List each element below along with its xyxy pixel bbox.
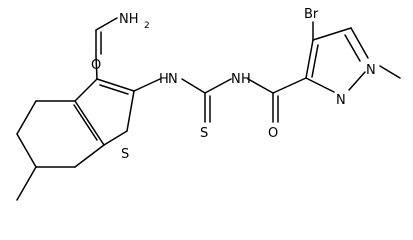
bond-c4-c5 bbox=[16, 100, 37, 135]
atom-label-pyrazole-n2: N bbox=[336, 93, 346, 108]
bond-c3a-c3 bbox=[74, 78, 98, 102]
bond-c2-s bbox=[126, 90, 135, 132]
bond-n1-n2-pyrazole bbox=[348, 71, 366, 91]
bond-n2-c3-pyrazole bbox=[305, 77, 335, 93]
bond-c5-c6 bbox=[16, 133, 37, 168]
bond-carbonyl-pyrazole bbox=[272, 77, 307, 94]
atom-label-nh-left-n: N bbox=[168, 72, 178, 87]
bond-amide-c-n bbox=[95, 17, 118, 31]
atom-label-nh2: NH bbox=[119, 12, 139, 27]
bond-amide-c-ring bbox=[95, 55, 98, 80]
atom-label-nh-right-h: H bbox=[241, 72, 251, 87]
atom-label-nh-left-h: H bbox=[159, 72, 169, 87]
bond-c-nh bbox=[204, 78, 232, 94]
bond-c7a-c3a bbox=[74, 100, 105, 146]
atom-label-nh2-subscript: 2 bbox=[144, 21, 150, 31]
bond-c3-c2 bbox=[96, 78, 135, 92]
atom-label-carbonyl-o: O bbox=[268, 126, 278, 141]
bond-c4-c5-pyrazole bbox=[312, 27, 352, 41]
bond-c6-methyl bbox=[16, 166, 37, 201]
bond-c2-nh bbox=[133, 78, 161, 92]
bond-c3-c4-pyrazole-double bbox=[311, 44, 319, 78]
atom-label-thiophene-s: S bbox=[121, 147, 129, 162]
bond-c3-c2-double bbox=[99, 84, 129, 95]
atom-label-amide-o: O bbox=[91, 58, 101, 73]
molecule-structure: NH 2 O S H N N H S Br O N N bbox=[16, 7, 401, 201]
bond-c7-c7a bbox=[74, 144, 105, 168]
atom-labels: NH 2 O S H N N H S Br O N N bbox=[91, 7, 376, 162]
bond-n1-methyl bbox=[379, 65, 401, 79]
bond-c3-c4-pyrazole bbox=[305, 39, 314, 79]
bond-c5-n1-pyrazole bbox=[350, 27, 369, 59]
bond-nh-carbonyl bbox=[247, 78, 274, 94]
atom-label-bromo: Br bbox=[304, 7, 319, 22]
bond-lines bbox=[16, 17, 401, 201]
bond-nh-c bbox=[181, 78, 206, 94]
bond-c5-n1-pyrazole-double bbox=[344, 34, 361, 62]
atom-label-thiourea-s: S bbox=[200, 126, 208, 141]
atom-label-pyrazole-n1: N bbox=[366, 63, 376, 78]
bond-c7a-c3a-double bbox=[73, 104, 98, 141]
atom-label-nh-right-n: N bbox=[231, 72, 241, 87]
bond-s-c7a bbox=[103, 130, 128, 146]
